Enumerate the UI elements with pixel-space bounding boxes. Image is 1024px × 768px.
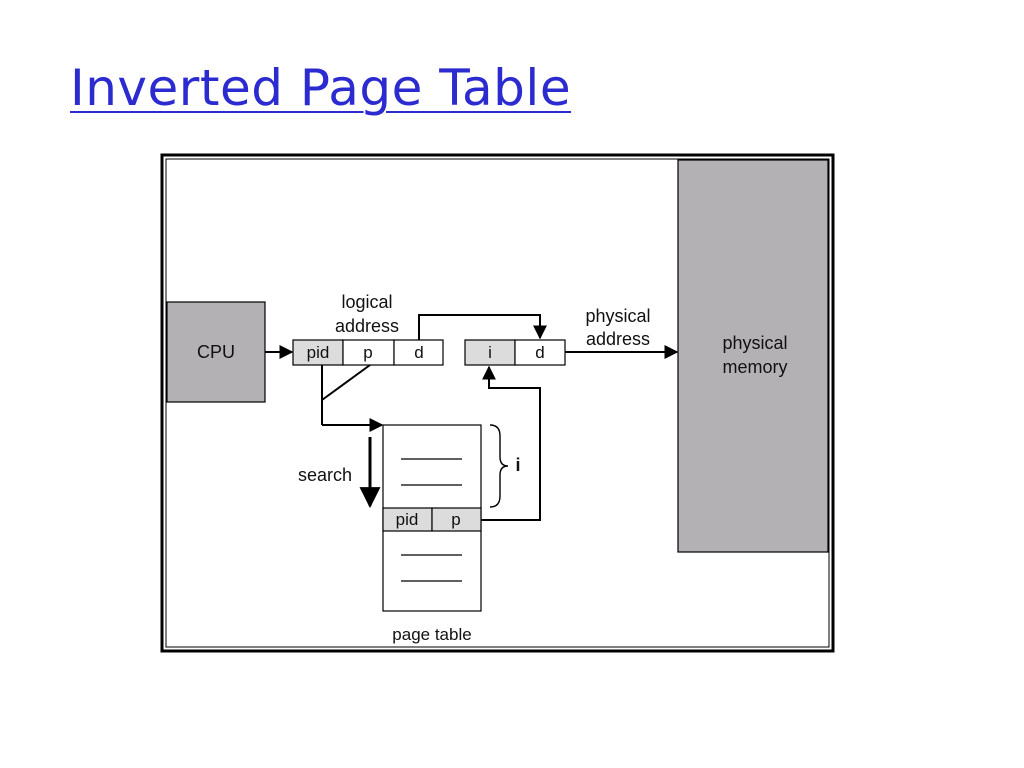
logical-field-d: d — [414, 343, 423, 362]
cpu-label: CPU — [197, 342, 235, 362]
page-table-label: page table — [392, 625, 471, 644]
physical-field-i-box — [464, 339, 516, 366]
logical-address-label-line1: logical — [341, 292, 392, 312]
index-brace — [489, 424, 509, 508]
slide-title: Inverted Page Table — [70, 59, 572, 117]
page-table-entry-pid: pid — [396, 510, 419, 529]
search-label: search — [298, 465, 352, 485]
physical-field-d-box — [514, 339, 566, 366]
index-label: i — [515, 455, 520, 475]
cpu-box — [166, 301, 266, 403]
physical-field-i: i — [488, 343, 492, 362]
physical-field-d: d — [535, 343, 544, 362]
logical-field-d-box — [393, 339, 444, 366]
index-to-physical-arrow — [481, 365, 541, 521]
physical-memory-box — [677, 159, 829, 553]
logical-address-label-line2: address — [335, 316, 399, 336]
physical-memory-label-line1: physical — [722, 333, 787, 353]
physical-address-label-line1: physical — [585, 306, 650, 326]
diagram-frame-inner — [165, 158, 830, 648]
physical-address-label-line2: address — [586, 329, 650, 349]
offset-d-arrow — [418, 314, 547, 340]
physical-memory-label-line2: memory — [722, 357, 787, 377]
page-table-entry-p: p — [451, 510, 460, 529]
logical-field-p: p — [363, 343, 372, 362]
logical-field-pid: pid — [307, 343, 330, 362]
p-line — [321, 364, 371, 401]
